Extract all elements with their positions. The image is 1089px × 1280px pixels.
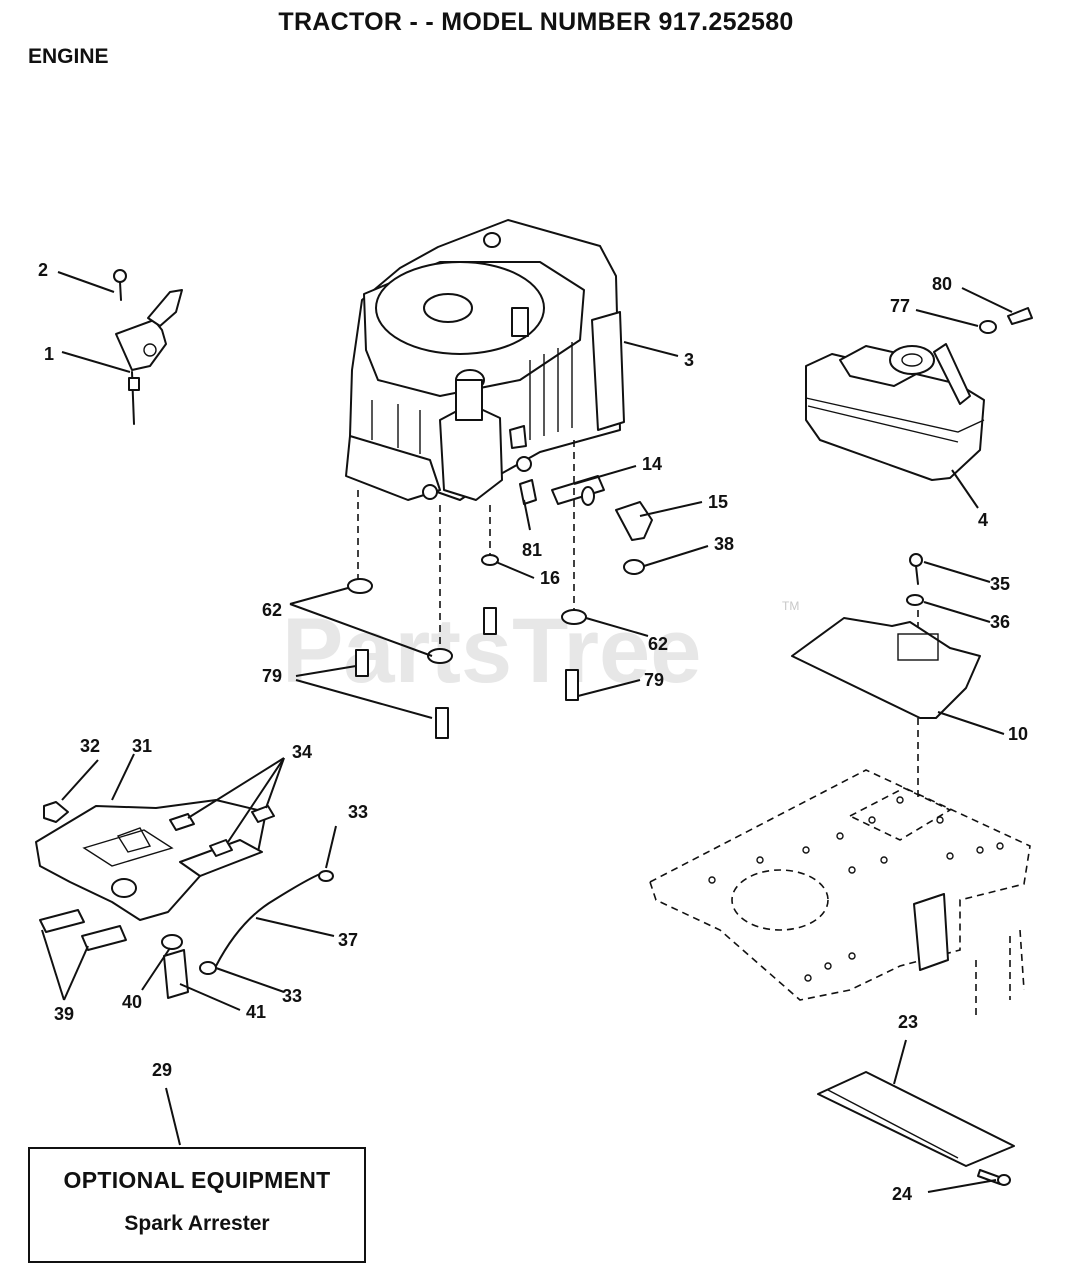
callout-35: 35 — [990, 574, 1010, 594]
callout-38: 38 — [714, 534, 734, 554]
throttle-control-part — [113, 269, 183, 425]
callout-10: 10 — [1008, 724, 1028, 744]
watermark-trademark: TM — [782, 599, 799, 613]
callout-41: 41 — [246, 1002, 266, 1022]
callout-1: 1 — [44, 344, 54, 364]
callout-14: 14 — [642, 454, 662, 474]
callout-37: 37 — [338, 930, 358, 950]
callout-33-upper: 33 — [348, 802, 368, 822]
frame-part — [649, 769, 1031, 1020]
callout-80: 80 — [932, 274, 952, 294]
washers-bolts-part — [347, 578, 587, 739]
diagram-title: TRACTOR - - MODEL NUMBER 917.252580 — [278, 8, 794, 36]
callout-77: 77 — [890, 296, 910, 316]
plate-part — [817, 1071, 1015, 1186]
callout-16: 16 — [540, 568, 560, 588]
section-label: ENGINE — [28, 45, 109, 68]
callout-15: 15 — [708, 492, 728, 512]
optional-equipment-item: Spark Arrester — [124, 1212, 270, 1235]
callout-62-left: 62 — [262, 600, 282, 620]
callout-81: 81 — [522, 540, 542, 560]
callout-36: 36 — [990, 612, 1010, 632]
callout-3: 3 — [684, 350, 694, 370]
callout-32: 32 — [80, 736, 100, 756]
callout-23: 23 — [898, 1012, 918, 1032]
callout-24: 24 — [892, 1184, 912, 1204]
optional-equipment-box: OPTIONAL EQUIPMENT Spark Arrester — [28, 1147, 366, 1263]
callout-4: 4 — [978, 510, 988, 530]
callout-34: 34 — [292, 742, 312, 762]
callout-40: 40 — [122, 992, 142, 1012]
engine-part — [345, 219, 625, 501]
callout-2: 2 — [38, 260, 48, 280]
muffler-part — [805, 307, 1033, 481]
leader-lines — [41, 271, 1013, 1193]
fuel-tank-part — [35, 799, 334, 999]
fuel-fittings-part — [481, 475, 653, 575]
callout-79-left: 79 — [262, 666, 282, 686]
optional-equipment-title: OPTIONAL EQUIPMENT — [63, 1167, 331, 1193]
callout-31: 31 — [132, 736, 152, 756]
callout-62-right: 62 — [648, 634, 668, 654]
callout-79-right: 79 — [644, 670, 664, 690]
callout-39: 39 — [54, 1004, 74, 1024]
callout-33-lower: 33 — [282, 986, 302, 1006]
heat-shield-part — [791, 553, 981, 719]
callout-29: 29 — [152, 1060, 172, 1080]
